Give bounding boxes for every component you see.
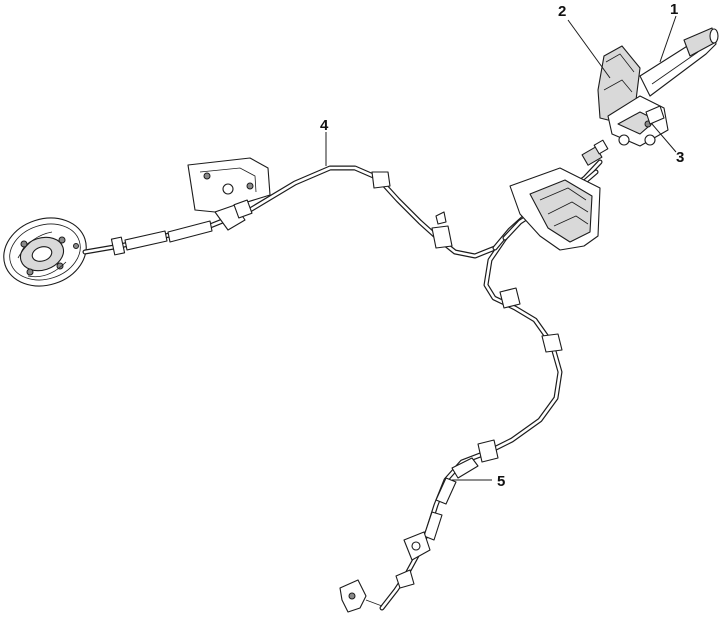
leader-2 <box>567 19 611 79</box>
leader-lines <box>325 15 677 481</box>
front-cable-and-equalizer <box>492 139 609 251</box>
leader-1 <box>659 15 677 63</box>
callout-3: 3 <box>676 149 684 166</box>
handbrake-lever-assembly <box>597 27 719 147</box>
cable-5-right-rear <box>339 235 563 613</box>
callout-5: 5 <box>497 473 505 490</box>
leader-3 <box>651 123 677 153</box>
callout-1: 1 <box>670 1 678 18</box>
callout-4: 4 <box>320 117 329 134</box>
callout-labels: 1 2 3 4 5 <box>320 1 684 490</box>
cable-4-left-rear <box>82 157 498 259</box>
left-brake-backing-plate <box>3 217 87 287</box>
callout-2: 2 <box>558 3 566 20</box>
